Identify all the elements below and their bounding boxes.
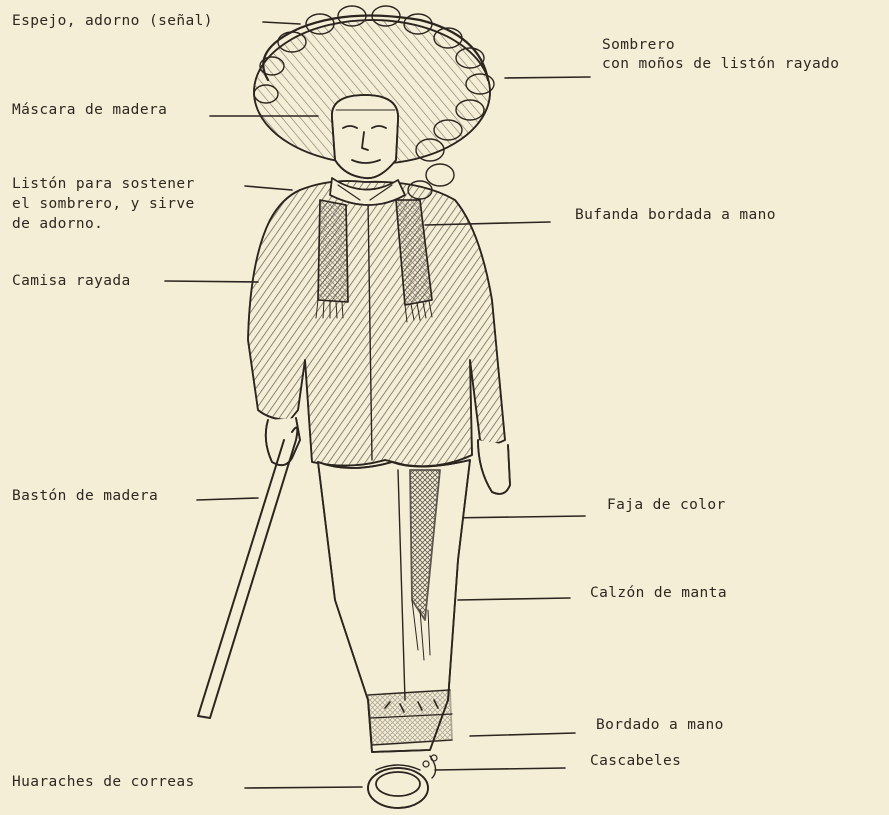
- leader-espejo: [263, 22, 300, 24]
- label-liston-line2: el sombrero, y sirve: [12, 195, 195, 214]
- leader-faja: [447, 516, 585, 518]
- pants-drawing: [318, 460, 470, 752]
- sandals-drawing: [368, 755, 437, 808]
- leader-camisa: [165, 281, 258, 282]
- leader-sombrero: [505, 77, 590, 78]
- label-huaraches: Huaraches de correas: [12, 773, 195, 792]
- label-liston-line1: Listón para sostener: [12, 175, 195, 194]
- label-calzon: Calzón de manta: [590, 584, 727, 603]
- leader-liston: [245, 186, 292, 190]
- leader-bordado: [470, 733, 575, 736]
- label-espejo: Espejo, adorno (señal): [12, 12, 213, 31]
- label-camisa: Camisa rayada: [12, 272, 131, 291]
- label-bordado: Bordado a mano: [596, 716, 724, 735]
- leader-baston: [197, 498, 258, 500]
- label-bufanda: Bufanda bordada a mano: [575, 206, 776, 225]
- leader-cascabeles: [435, 768, 565, 770]
- mask-drawing: [332, 95, 398, 178]
- label-cascabeles: Cascabeles: [590, 752, 681, 771]
- label-baston: Bastón de madera: [12, 487, 158, 506]
- leader-calzon: [458, 598, 570, 600]
- cane-drawing: [198, 428, 297, 719]
- leader-huaraches: [245, 787, 362, 788]
- label-sombrero-line2: con moños de listón rayado: [602, 55, 839, 74]
- label-mascara: Máscara de madera: [12, 101, 167, 120]
- label-faja: Faja de color: [607, 496, 726, 515]
- label-sombrero-line1: Sombrero: [602, 36, 675, 55]
- label-liston-line3: de adorno.: [12, 215, 103, 234]
